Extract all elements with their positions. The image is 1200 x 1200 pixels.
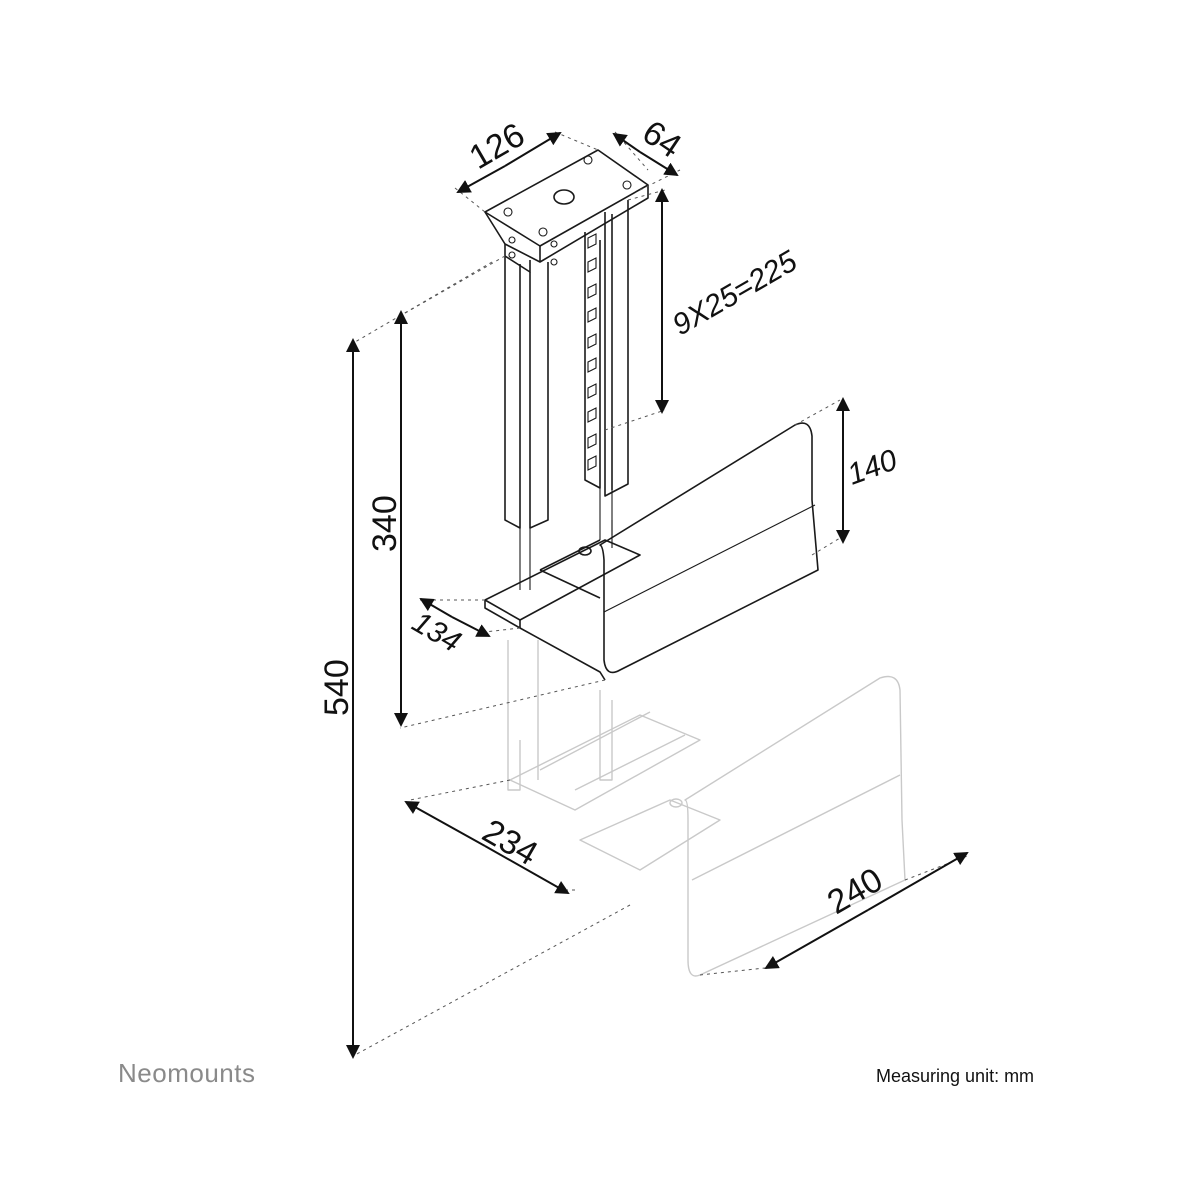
adjustment-slots	[587, 233, 597, 471]
dimension-depth-holder: 134	[407, 605, 467, 659]
brand-logo-text: Neomounts	[118, 1058, 256, 1088]
dimension-depth-top: 64	[636, 113, 689, 166]
dimension-width-top: 126	[463, 116, 531, 177]
dimension-adjust-range: 9X25=225	[667, 245, 803, 343]
mount-top-plate	[484, 149, 649, 273]
dimension-height-min: 340	[366, 495, 404, 552]
dimension-height-max: 540	[318, 659, 356, 716]
dimension-width-min: 234	[476, 812, 544, 873]
dimension-holder-height: 140	[843, 443, 902, 491]
dimension-width-max: 240	[821, 861, 889, 922]
extension-lines	[349, 131, 971, 1056]
dimension-arrows	[346, 131, 969, 1059]
pc-holder-tray	[484, 422, 819, 681]
measuring-unit-note: Measuring unit: mm	[876, 1066, 1035, 1086]
extended-position-ghost	[507, 640, 906, 977]
mount-vertical-rails	[504, 200, 629, 590]
